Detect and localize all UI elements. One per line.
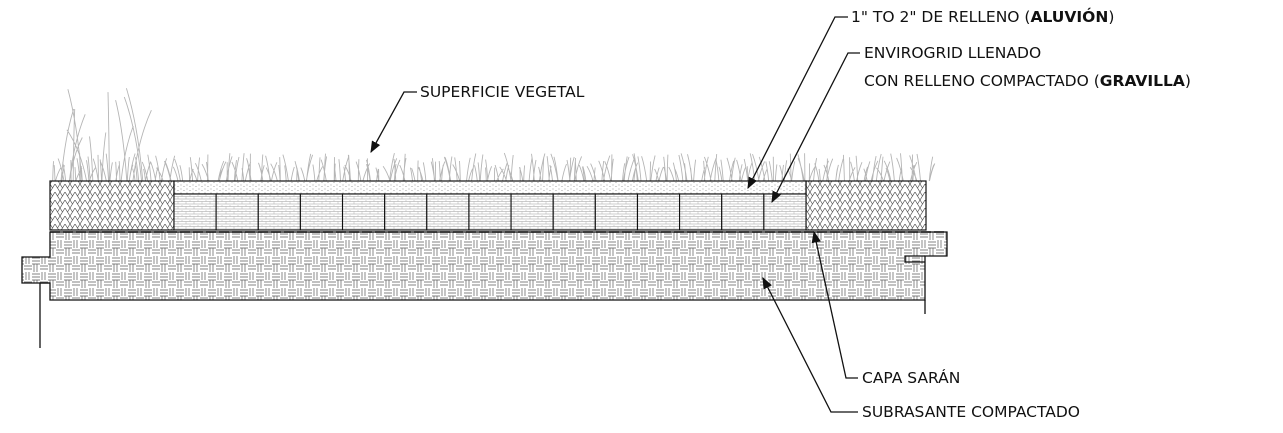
grid-cell <box>721 193 765 231</box>
grid-cell <box>215 193 259 231</box>
svg-text:CAPA SARÁN: CAPA SARÁN <box>862 368 960 387</box>
envirogrid-cells <box>173 193 807 231</box>
grid-cell <box>173 193 217 231</box>
svg-text:ENVIROGRID LLENADO: ENVIROGRID LLENADO <box>864 44 1041 62</box>
svg-text:CON RELLENO COMPACTADO (GRAVIL: CON RELLENO COMPACTADO (GRAVILLA) <box>864 72 1191 90</box>
grid-cell <box>510 193 554 231</box>
grid-cell <box>552 193 596 231</box>
subgrade-right-cut <box>904 255 926 314</box>
subgrade-left-cut <box>39 282 50 348</box>
label-superficie: SUPERFICIE VEGETAL <box>370 83 585 154</box>
grid-cell <box>299 193 344 231</box>
grid-cell <box>384 193 428 231</box>
grid-cell <box>257 193 301 231</box>
label-subrasante: SUBRASANTE COMPACTADO <box>762 276 1080 421</box>
aluvion-fill-layer <box>173 180 807 195</box>
svg-text:SUPERFICIE VEGETAL: SUPERFICIE VEGETAL <box>420 83 585 101</box>
topsoil-left <box>49 180 175 231</box>
svg-text:SUBRASANTE COMPACTADO: SUBRASANTE COMPACTADO <box>862 403 1080 421</box>
grass-vegetation <box>52 88 936 182</box>
label-capa-saran: CAPA SARÁN <box>811 230 960 387</box>
grass-blades <box>52 88 936 182</box>
grid-cell <box>679 193 723 231</box>
grid-cell <box>468 193 512 231</box>
label-envirogrid: ENVIROGRID LLENADO CON RELLENO COMPACTAD… <box>771 44 1191 204</box>
grid-cell <box>594 193 639 231</box>
grid-cell <box>763 193 807 231</box>
grid-cell <box>636 193 681 231</box>
label-aluvion: 1" TO 2" DE RELLENO (ALUVIÓN) <box>747 7 1114 190</box>
svg-text:1" TO 2" DE RELLENO (ALUVIÓN): 1" TO 2" DE RELLENO (ALUVIÓN) <box>851 7 1114 26</box>
topsoil-right <box>805 180 927 231</box>
grid-cell <box>341 193 386 231</box>
grid-cell <box>426 193 470 231</box>
subgrade-soil <box>21 231 948 301</box>
